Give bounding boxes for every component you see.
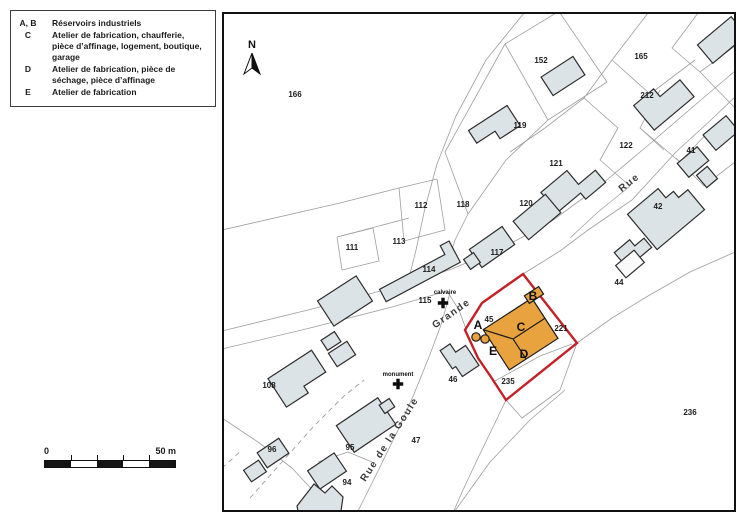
parcel-label-119: 119 [514,121,527,130]
parcel-label-42: 42 [654,202,663,211]
parcel-label-45: 45 [485,315,494,324]
north-arrow: N [242,39,262,76]
parcel-label-122: 122 [619,141,633,150]
cross-markers [392,297,449,390]
parcel-label-236: 236 [683,408,697,417]
legend-item-text: Atelier de fabrication [52,87,137,97]
landmark-label-monument: monument [383,372,414,378]
parcel-label-235: 235 [501,377,515,386]
footpath-dashed-line [224,379,365,499]
legend-item-key: E [25,87,31,97]
parcel-label-111: 111 [346,243,359,252]
legend-item-key: A, B [19,18,37,28]
map-frame: N 166 152 165 212 122 119 121 41 42 120 118 112 111 1… [222,12,736,512]
parcel-label-96: 96 [268,445,277,454]
site-building-label-b: B [529,289,538,303]
legend-item: C Atelier de fabrication, chaufferie, piè… [11,30,210,63]
calvaire-cross-icon [437,297,449,309]
site-building-label-c: C [517,320,526,334]
parcel-label-212: 212 [640,91,654,100]
parcel-label-114: 114 [423,265,436,274]
scale-bar: 0 50 m [44,446,176,468]
scale-bar-labels: 0 50 m [44,446,176,456]
parcel-label-108: 108 [262,381,276,390]
parcel-label-221: 221 [554,324,568,333]
parcel-label-47: 47 [412,436,421,445]
parcel-label-115: 115 [419,296,432,305]
parcel-label-44: 44 [615,278,624,287]
north-label: N [248,39,256,51]
scale-end-label: 50 m [155,446,176,456]
parcel-label-117: 117 [491,248,504,257]
legend-item-text: Atelier de fabrication, chaufferie, pièc… [52,30,202,62]
parcel-label-166: 166 [288,90,302,99]
site-building-label-d: D [520,347,529,361]
parcel-label-113: 113 [393,237,406,246]
legend-item: A, B Réservoirs industriels [11,18,210,29]
parcel-label-165: 165 [634,52,648,61]
parcel-label-41: 41 [687,146,696,155]
legend-item-key: C [24,30,32,40]
reservoir-a-tank-icon [480,334,490,344]
north-arrow-icon [251,52,262,76]
parcel-label-118: 118 [457,200,470,209]
parcel-label-121: 121 [549,159,563,168]
legend-item-text: Réservoirs industriels [52,18,142,28]
site-buildings-layer [471,285,559,371]
building-b-reservoir [523,285,545,305]
scale-bar-segments [44,455,176,468]
cadastral-map: N 166 152 165 212 122 119 121 41 42 120 118 112 111 1… [224,14,734,510]
scale-start-label: 0 [44,446,50,456]
legend-item: E Atelier de fabrication [11,87,210,98]
reservoir-a-tank-icon [471,332,481,342]
parcel-label-152: 152 [534,56,548,65]
site-building-label-a: A [474,318,483,332]
legend-item-key: D [24,64,32,74]
parcel-label-120: 120 [519,199,533,208]
landmark-label-calvaire: calvaire [434,290,457,296]
legend-item: D Atelier de fabrication, pièce de séchag… [11,64,210,86]
parcel-label-112: 112 [415,201,428,210]
parcel-label-95: 95 [346,443,355,452]
parcel-label-46: 46 [449,375,458,384]
site-boundary-red-outline [463,272,579,402]
street-label-rue: Rue [617,171,642,194]
legend-item-text: Atelier de fabrication, pièce de séchage… [52,64,176,85]
buildings-layer [242,15,734,510]
monument-cross-icon [392,378,404,390]
north-arrow-icon [242,52,253,76]
site-building-label-e: E [489,344,497,358]
parcel-label-94: 94 [343,478,352,487]
